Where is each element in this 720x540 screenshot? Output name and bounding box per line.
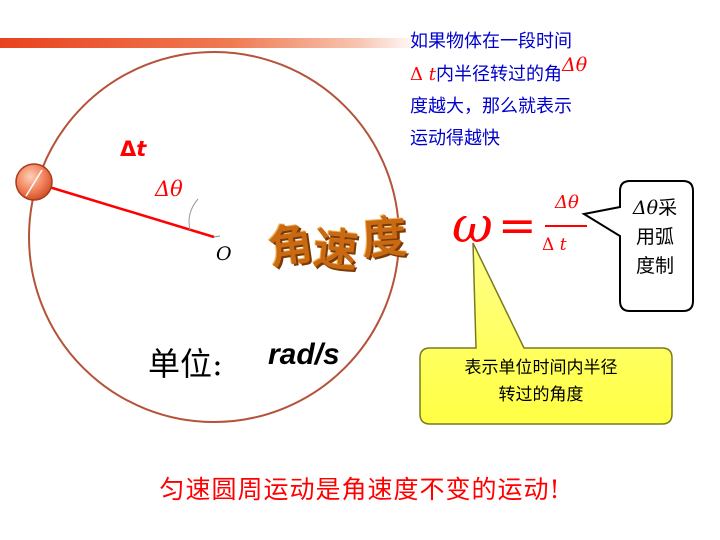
delta-t-label: Δt: [120, 137, 146, 161]
initial-radius: [213, 235, 221, 238]
description-text: 如果物体在一段时间 Δ t内半径转过的角Δθ 度越大，那么就表示 运动得越快: [410, 26, 670, 155]
formula-equals: =: [498, 198, 537, 252]
title-wordart: 角 速 度: [265, 192, 416, 282]
formula-denominator-delta: Δ: [542, 235, 555, 255]
side-note-bubble: [581, 180, 694, 312]
side-note-line-1: Δθ采: [624, 194, 686, 223]
side-note-line-3: 度制: [635, 255, 674, 277]
unit-value: rad/s: [268, 338, 340, 371]
delta-t-t: t: [136, 137, 147, 161]
rotated-radius: [35, 181, 215, 239]
description-delta: Δ: [410, 64, 423, 85]
unit-label: 单位:: [148, 345, 223, 383]
top-accent-bar: [0, 38, 420, 48]
title-char-1: 角: [265, 218, 316, 275]
description-line-4: 运动得越快: [410, 128, 500, 149]
center-label: O: [216, 243, 232, 265]
delta-t-delta: Δ: [120, 137, 137, 161]
conclusion-text: 匀速圆周运动是角速度不变的运动!: [159, 475, 561, 504]
formula-denominator: Δ t: [542, 235, 567, 255]
callout-line-1: 表示单位时间内半径: [464, 358, 618, 378]
side-note-text: Δθ采 用弧 度制: [624, 194, 686, 281]
rotation-circle: [28, 51, 400, 423]
formula-denominator-t: t: [559, 235, 567, 255]
side-note-symbol: Δθ: [632, 197, 659, 219]
callout-line-2: 转过的角度: [498, 385, 584, 405]
description-t: t: [428, 64, 436, 85]
description-angle-symbol: Δθ: [561, 54, 588, 76]
callout-bubble: [419, 242, 673, 425]
angle-arc: [188, 198, 199, 231]
side-note-line-1-text: 采: [658, 197, 678, 219]
description-line-2-text: 内半径转过的角: [435, 64, 562, 85]
title-char-3: 度: [360, 211, 409, 266]
description-line-3: 度越大，那么就表示: [410, 96, 572, 117]
description-line-2: Δ t内半径转过的角Δθ: [410, 54, 670, 91]
callout-text: 表示单位时间内半径 转过的角度: [423, 355, 659, 409]
title-char-2: 速: [310, 222, 361, 279]
ball-radius-mark: [25, 169, 43, 197]
formula-fraction-bar: [545, 225, 587, 227]
formula-omega: ω: [452, 196, 493, 254]
delta-theta-label: Δθ: [155, 177, 183, 201]
description-line-1: 如果物体在一段时间: [410, 31, 572, 52]
formula-numerator: Δθ: [555, 192, 579, 213]
side-note-line-2: 用弧: [635, 226, 674, 248]
